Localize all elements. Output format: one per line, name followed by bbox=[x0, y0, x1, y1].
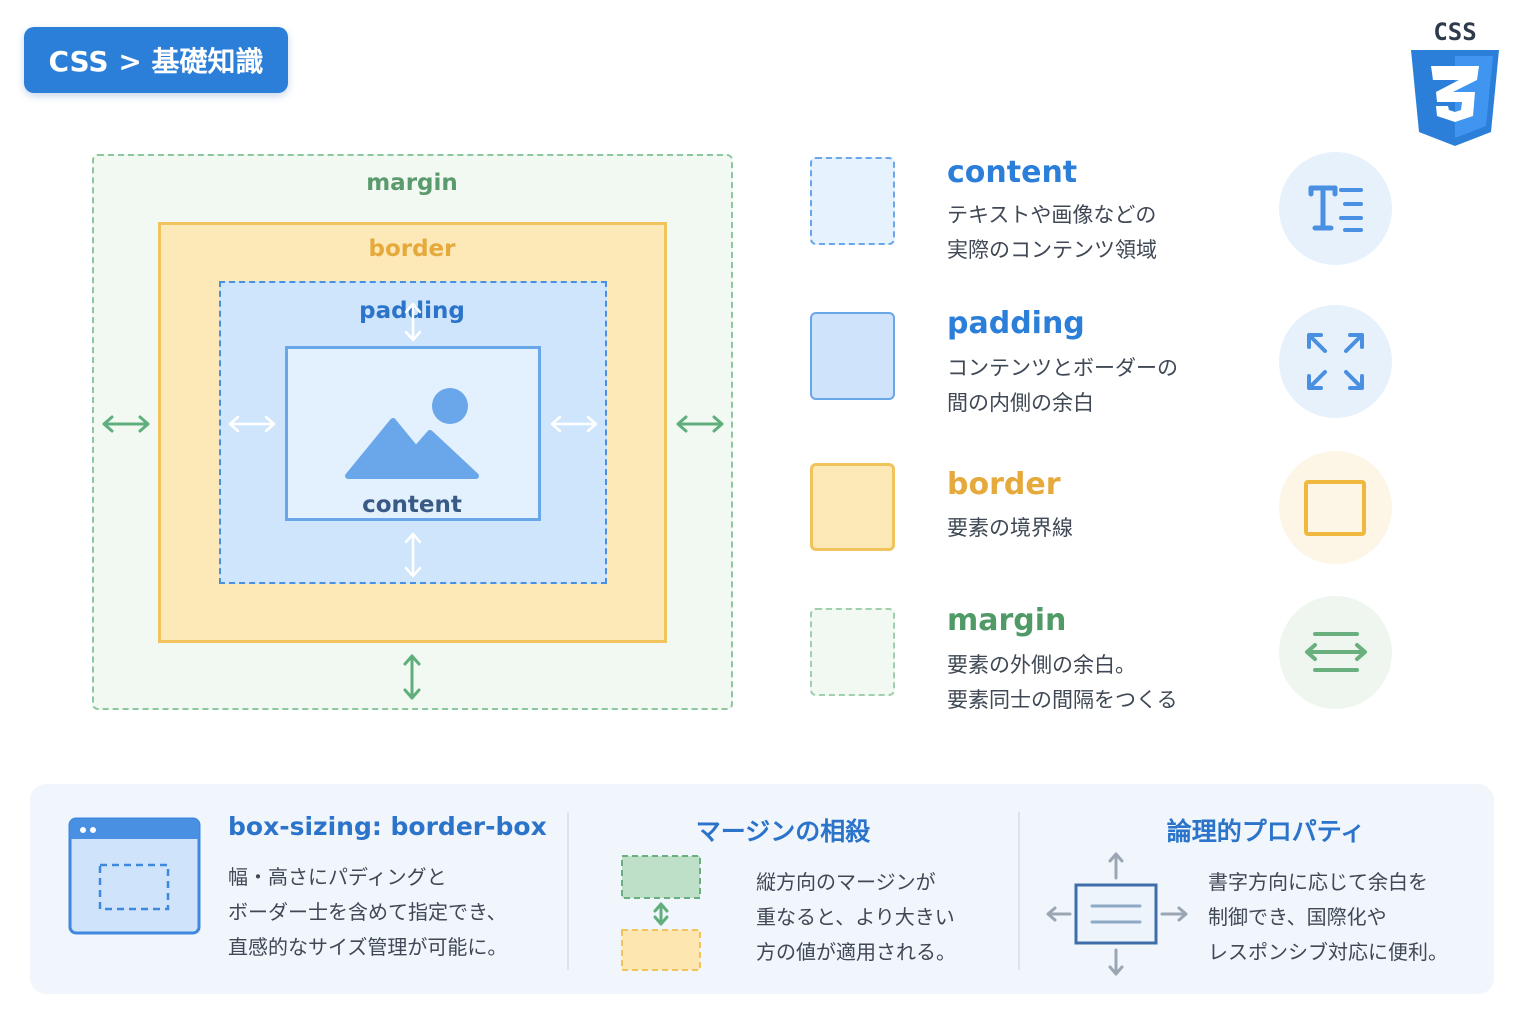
padding-top-arrow-icon bbox=[404, 302, 422, 342]
margin-bottom-arrow-icon bbox=[403, 654, 421, 700]
logical-direction-icon bbox=[1046, 852, 1188, 976]
border-label: border bbox=[368, 236, 456, 262]
legend-desc-content: テキストや画像などの実際のコンテンツ領域 bbox=[947, 203, 1157, 262]
breadcrumb[interactable]: CSS > 基礎知識 bbox=[24, 27, 288, 93]
padding-icon-circle bbox=[1279, 305, 1392, 418]
legend-title-border: border bbox=[947, 467, 1061, 502]
legend-title-margin: margin bbox=[947, 603, 1067, 638]
svg-text:CSS: CSS bbox=[1433, 18, 1476, 46]
margin-swatch bbox=[810, 608, 895, 696]
text-format-icon bbox=[1308, 185, 1363, 232]
logical-props-text: 書字方向に応じて余白を制御でき、国際化やレスポンシブ対応に便利。 bbox=[1208, 870, 1448, 964]
padding-swatch bbox=[810, 312, 895, 400]
square-outline-icon bbox=[1304, 480, 1366, 536]
padding-right-arrow-icon bbox=[550, 415, 598, 433]
legend-title-content: content bbox=[947, 155, 1078, 190]
content-label: content bbox=[312, 492, 512, 518]
css3-logo-icon: CSS bbox=[1411, 18, 1499, 146]
legend-desc-padding: コンテンツとボーダーの間の内側の余白 bbox=[947, 356, 1178, 415]
margin-right-arrow-icon bbox=[676, 415, 724, 433]
legend-desc-border: 要素の境界線 bbox=[947, 516, 1073, 540]
margin-collapse-title: マージンの相殺 bbox=[695, 817, 871, 846]
divider bbox=[567, 812, 569, 970]
padding-bottom-arrow-icon bbox=[404, 532, 422, 578]
content-swatch bbox=[810, 157, 895, 245]
margin-left-arrow-icon bbox=[102, 415, 150, 433]
border-swatch bbox=[810, 463, 895, 551]
box-sizing-text: 幅・高さにパディングとボーダー士を含めて指定でき、直感的なサイズ管理が可能に。 bbox=[228, 865, 508, 959]
logical-props-title: 論理的プロパティ bbox=[1166, 817, 1366, 846]
tips-panel bbox=[30, 784, 1494, 994]
image-placeholder-icon bbox=[345, 388, 479, 479]
content-icon-circle bbox=[1279, 152, 1392, 265]
margin-collapse-icon bbox=[621, 855, 701, 971]
expand-arrows-icon bbox=[1307, 333, 1364, 390]
legend-title-padding: padding bbox=[947, 306, 1085, 341]
margin-label: margin bbox=[366, 170, 458, 196]
box-sizing-title: box-sizing: border-box bbox=[228, 812, 547, 841]
legend-desc-margin: 要素の外側の余白。要素同士の間隔をつくる bbox=[947, 653, 1178, 712]
padding-left-arrow-icon bbox=[228, 415, 276, 433]
browser-window-icon bbox=[68, 817, 201, 935]
margin-collapse-text: 縦方向のマージンが重なると、より大きい方の値が適用される。 bbox=[756, 870, 956, 964]
divider bbox=[1018, 812, 1020, 970]
spacing-arrows-icon bbox=[1305, 632, 1367, 672]
content-area bbox=[285, 346, 541, 521]
margin-icon-circle bbox=[1279, 596, 1392, 709]
border-icon-circle bbox=[1279, 451, 1392, 564]
